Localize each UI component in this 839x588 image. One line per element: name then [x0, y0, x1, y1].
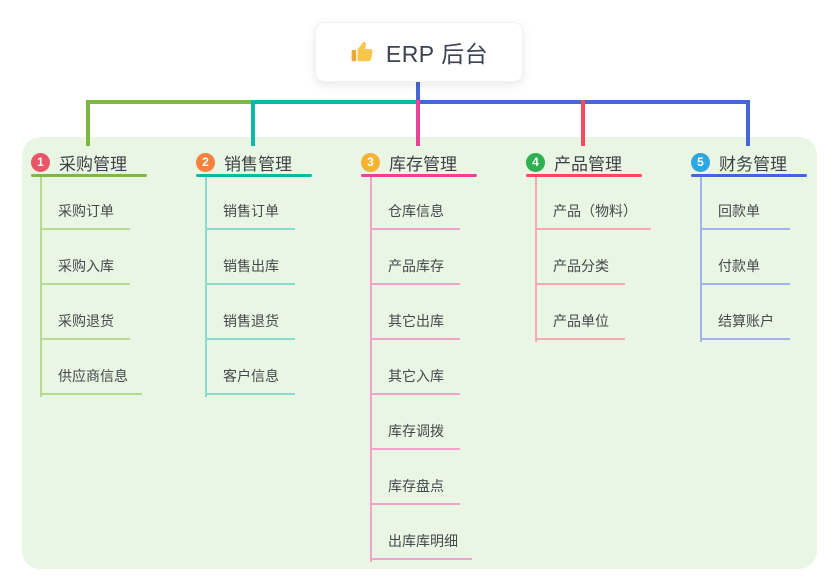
mindmap-node[interactable]: 结算账户	[700, 310, 790, 340]
connector-drop-2	[251, 100, 255, 146]
branch-underline	[526, 174, 642, 177]
mindmap-node[interactable]: 付款单	[700, 255, 790, 285]
branch-header-5[interactable]: 5 财务管理	[691, 150, 787, 174]
branch-header-3[interactable]: 3 库存管理	[361, 150, 457, 174]
branch-number-badge: 3	[361, 152, 380, 172]
branch-title: 产品管理	[554, 154, 622, 174]
mindmap-node[interactable]: 其它入库	[370, 365, 460, 395]
mindmap-node[interactable]: 库存调拨	[370, 420, 460, 450]
branch-trunk-line	[370, 177, 372, 562]
branch-trunk-line	[535, 177, 537, 342]
mindmap-node[interactable]: 采购订单	[40, 200, 130, 230]
branch-trunk-line	[700, 177, 702, 342]
mindmap-node[interactable]: 仓库信息	[370, 200, 460, 230]
mindmap-node[interactable]: 采购入库	[40, 255, 130, 285]
mindmap-node[interactable]: 销售出库	[205, 255, 295, 285]
mindmap-node[interactable]: 销售订单	[205, 200, 295, 230]
branch-title: 销售管理	[224, 154, 292, 174]
mindmap-node[interactable]: 供应商信息	[40, 365, 142, 395]
branch-trunk-line	[205, 177, 207, 397]
connector-drop-5	[746, 100, 750, 146]
branch-underline	[31, 174, 147, 177]
branch-title: 库存管理	[389, 154, 457, 174]
mindmap-node[interactable]: 采购退货	[40, 310, 130, 340]
mindmap-node[interactable]: 产品库存	[370, 255, 460, 285]
branch-title: 采购管理	[59, 154, 127, 174]
connector-bus-green	[86, 100, 255, 104]
mindmap-node[interactable]: 库存盘点	[370, 475, 460, 505]
root-label: ERP 后台	[385, 41, 489, 67]
branch-number-badge: 5	[691, 152, 710, 172]
mindmap-node[interactable]: 产品单位	[535, 310, 625, 340]
mindmap-node[interactable]: 其它出库	[370, 310, 460, 340]
mindmap-node[interactable]: 回款单	[700, 200, 790, 230]
branch-number-badge: 1	[31, 152, 50, 172]
thumbs-up-icon	[350, 39, 376, 65]
branch-header-1[interactable]: 1 采购管理	[31, 150, 127, 174]
branch-underline	[691, 174, 807, 177]
mindmap-panel	[22, 137, 817, 569]
connector-bus-teal	[251, 100, 420, 104]
mindmap-node[interactable]: 产品分类	[535, 255, 625, 285]
branch-header-4[interactable]: 4 产品管理	[526, 150, 622, 174]
mindmap-node[interactable]: 客户信息	[205, 365, 295, 395]
mindmap-node[interactable]: 产品（物料）	[535, 200, 651, 230]
branch-underline	[361, 174, 477, 177]
branch-number-badge: 4	[526, 152, 545, 172]
connector-drop-4	[581, 100, 585, 146]
connector-drop-1	[86, 100, 90, 146]
branch-title: 财务管理	[719, 154, 787, 174]
root-node[interactable]: ERP 后台	[315, 22, 523, 82]
branch-number-badge: 2	[196, 152, 215, 172]
branch-header-2[interactable]: 2 销售管理	[196, 150, 292, 174]
mindmap-node[interactable]: 出库库明细	[370, 530, 472, 560]
connector-drop-3	[416, 100, 420, 146]
mindmap-node[interactable]: 销售退货	[205, 310, 295, 340]
branch-underline	[196, 174, 312, 177]
branch-trunk-line	[40, 177, 42, 397]
root-stem-line	[416, 82, 420, 102]
